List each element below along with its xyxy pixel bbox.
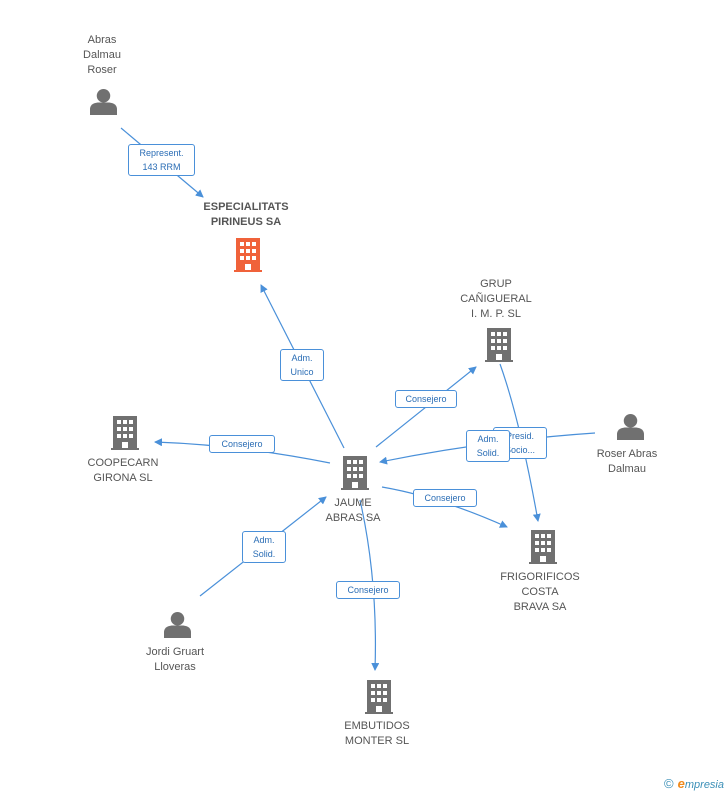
brand-name: mpresia xyxy=(684,779,724,791)
empresia-logo[interactable]: ©empresia xyxy=(664,776,724,791)
edge-label-adm-solid-jordi[interactable]: Adm. Solid. xyxy=(242,531,286,563)
edge-label-adm-solid-roser[interactable]: Adm. Solid. xyxy=(466,430,510,462)
edge-label-consejero-frigorificos[interactable]: Consejero xyxy=(413,489,477,507)
node-roser-abras-dalmau[interactable]: Roser Abras Dalmau xyxy=(596,448,658,475)
person-icon xyxy=(90,88,117,115)
building-icon xyxy=(485,328,513,362)
building-icon xyxy=(529,530,557,564)
node-frigorificos-costa-brava[interactable]: FRIGORIFICOS COSTA BRAVA SA xyxy=(500,571,580,613)
edge-label-consejero-grup[interactable]: Consejero xyxy=(395,390,457,408)
building-icon xyxy=(341,456,369,490)
node-coopecarn-girona[interactable]: COOPECARN GIRONA SL xyxy=(87,457,159,484)
building-icon xyxy=(365,680,393,714)
building-icon xyxy=(234,238,262,272)
brand-initial: e xyxy=(677,776,685,791)
node-jaume-abras[interactable]: JAUME ABRAS SA xyxy=(325,497,381,524)
edge-label-adm-unico[interactable]: Adm. Unico xyxy=(280,349,324,381)
copyright-symbol: © xyxy=(664,776,674,791)
edge-label-consejero-coopecarn[interactable]: Consejero xyxy=(209,435,275,453)
node-jordi-gruart[interactable]: Jordi Gruart Lloveras xyxy=(145,646,205,673)
node-abras-dalmau-roser[interactable]: Abras Dalmau Roser xyxy=(83,34,121,76)
person-icon xyxy=(617,413,644,440)
edge-label-consejero-embutidos[interactable]: Consejero xyxy=(336,581,400,599)
node-grup-canigueral[interactable]: GRUP CAÑIGUERAL I. M. P. SL xyxy=(460,278,532,320)
building-icon xyxy=(111,416,139,450)
edge-label-represent[interactable]: Represent. 143 RRM xyxy=(128,144,195,176)
node-especialitats-pirineus[interactable]: ESPECIALITATS PIRINEUS SA xyxy=(203,201,289,228)
person-icon xyxy=(164,611,191,638)
node-embutidos-monter[interactable]: EMBUTIDOS MONTER SL xyxy=(344,720,410,747)
